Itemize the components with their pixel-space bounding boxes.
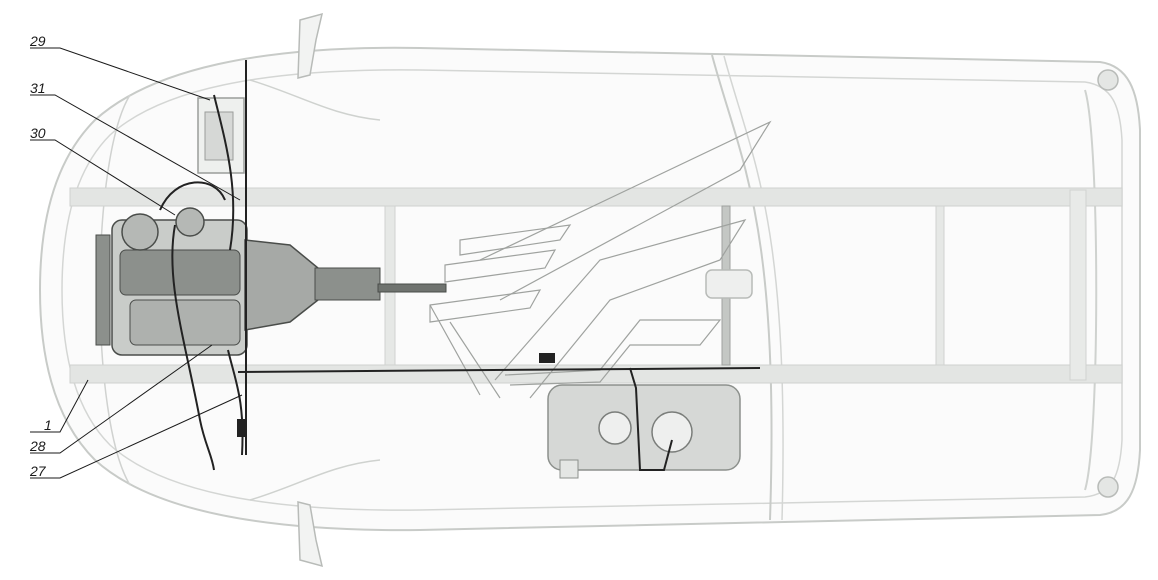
pipe-chevron-1 [459,224,572,256]
frame-bracket [705,269,753,299]
callout-29: 29 [29,33,46,49]
callout-labels: 29 31 30 1 28 27 [29,33,52,479]
fuse-box [197,97,245,174]
radiator [95,234,111,346]
body-outer-outline [38,46,1141,532]
rear-light-bottom [1097,476,1119,498]
crossmember-rear [1069,189,1087,381]
harness-to-tank [629,367,673,471]
engine-sump [129,299,241,346]
harness-lower-branch [227,349,244,456]
mirror-bottom [297,501,324,568]
leader-27 [30,394,243,479]
frame-rail-lower [69,364,1123,384]
harness-engine-loop [159,181,226,211]
leader-1 [30,379,89,433]
pipe-chevron-3 [429,289,542,323]
fuel-tank [547,384,741,479]
leader-28 [30,344,213,454]
crossmember-3 [935,205,945,366]
callout-28: 28 [29,438,46,454]
powertrain [95,207,447,356]
fuse-box-module [204,111,234,161]
vehicle-body [38,12,1141,568]
body-inner-outline [61,69,1123,511]
cab-front-line [249,79,381,121]
pipe-line-b [504,319,722,386]
mirror-top [297,12,324,79]
fuel-tank-body [547,384,741,471]
partition-line [711,54,773,521]
propeller-shaft [377,283,447,293]
callout-1: 1 [44,417,52,433]
callout-31: 31 [30,80,46,96]
piping-lines [429,120,772,399]
frame-rail-upper [69,187,1123,207]
leader-30 [30,139,176,216]
pipe-line-c [494,219,747,399]
harness-engine-front [171,224,215,471]
leader-29 [30,47,211,101]
partition-line-inner [723,55,784,521]
engine-head [119,249,241,296]
harness-main-rail [237,367,761,373]
harness-connector-tank [539,353,555,363]
transfer-case [314,267,381,301]
callout-30: 30 [30,125,46,141]
rear-light-top [1097,69,1119,91]
leader-31 [30,94,241,201]
harness-fuse-to-engine [213,94,235,251]
harness-connector-front [237,419,247,437]
fuel-tank-filler [598,411,632,445]
wiring-harness [159,60,761,471]
fuel-pump-module [651,411,693,453]
pipe-line-a [429,120,772,399]
cab-front-line-lower [249,459,381,501]
callout-leaders [30,47,243,479]
rear-door [1084,89,1098,491]
alternator [175,207,205,237]
fuel-tank-mount [559,459,579,479]
engine-pulley [121,213,159,251]
callout-27: 27 [29,463,47,479]
pipe-chevron-2 [444,249,557,283]
